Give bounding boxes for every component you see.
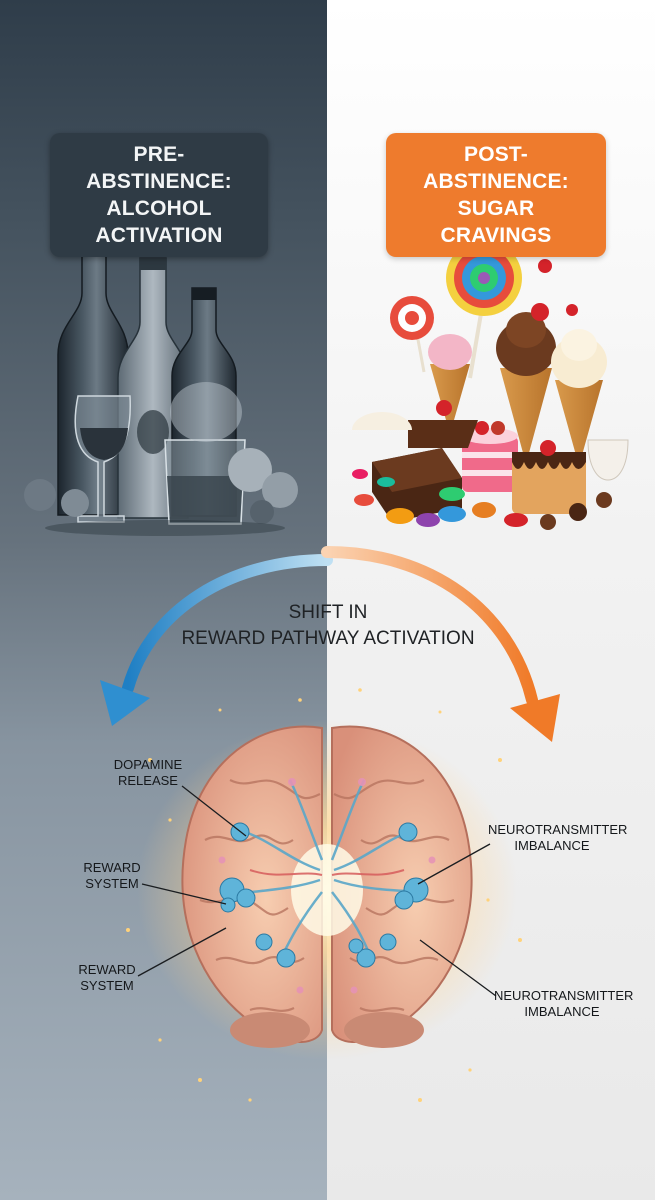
ice-balls-icon — [24, 448, 298, 536]
reward-system-label-lower-line2: SYSTEM — [80, 978, 134, 993]
neurotransmitter-imbalance-label-upper: NEUROTRANSMITTER IMBALANCE — [488, 822, 628, 854]
pre-abstinence-badge-line1: PRE-ABSTINENCE: — [86, 143, 232, 193]
shift-title-line2: REWARD PATHWAY ACTIVATION — [181, 628, 475, 649]
arrow-left-icon — [100, 554, 333, 726]
sparkles-decoration — [126, 688, 522, 1102]
neurotransmitter-imbalance-label-upper-line2: IMBALANCE — [514, 838, 590, 853]
label-leader-lines — [137, 785, 497, 997]
shift-title-line1: SHIFT IN — [288, 602, 368, 623]
arrow-right-icon — [321, 546, 560, 742]
reward-system-label-lower: REWARD SYSTEM — [75, 962, 139, 994]
reward-system-label-lower-line1: REWARD — [78, 962, 136, 977]
post-abstinence-badge-line2: SUGAR CRAVINGS — [440, 197, 552, 247]
neurotransmitter-imbalance-label-lower: NEUROTRANSMITTER IMBALANCE — [494, 988, 634, 1020]
wine-glass-icon — [74, 395, 131, 523]
sweets-icon — [352, 469, 612, 530]
neurotransmitter-imbalance-label-lower-line1: NEUROTRANSMITTER — [494, 988, 634, 1003]
tumbler-glass-icon — [164, 382, 246, 525]
post-abstinence-badge-line1: POST-ABSTINENCE: — [423, 143, 569, 193]
reward-system-label-upper: REWARD SYSTEM — [80, 860, 144, 892]
dopamine-release-label-line2: RELEASE — [118, 773, 178, 788]
post-abstinence-badge: POST-ABSTINENCE: SUGAR CRAVINGS — [386, 133, 606, 257]
shift-title: SHIFT IN REWARD PATHWAY ACTIVATION — [150, 600, 506, 652]
brain-icon — [137, 720, 517, 1060]
pre-abstinence-badge-line2: ALCOHOL ACTIVATION — [95, 197, 223, 247]
cake-icon — [352, 400, 629, 522]
lollipop-icon — [390, 240, 522, 379]
pre-abstinence-badge: PRE-ABSTINENCE: ALCOHOL ACTIVATION — [50, 133, 268, 257]
ice-cream-icon — [428, 259, 607, 466]
neurotransmitter-imbalance-label-upper-line1: NEUROTRANSMITTER — [488, 822, 628, 837]
reward-system-label-upper-line1: REWARD — [83, 860, 141, 875]
reward-system-label-upper-line2: SYSTEM — [85, 876, 139, 891]
dopamine-release-label: DOPAMINE RELEASE — [108, 757, 188, 789]
neurotransmitter-imbalance-label-lower-line2: IMBALANCE — [524, 1004, 600, 1019]
dopamine-release-label-line1: DOPAMINE — [113, 757, 183, 772]
